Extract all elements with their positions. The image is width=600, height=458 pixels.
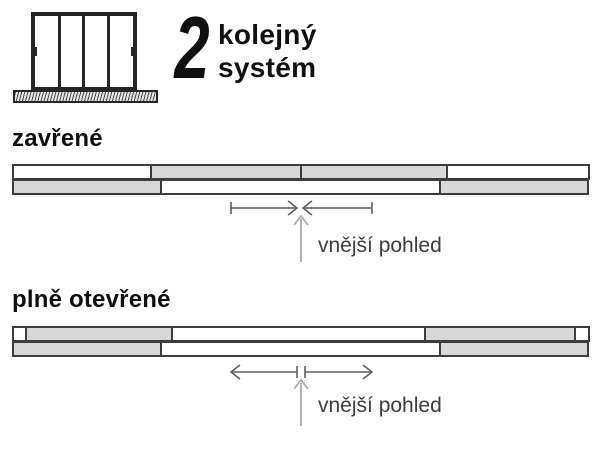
view-direction-arrow-up (293, 214, 309, 262)
rail-segment-panel (12, 341, 162, 357)
horizontal-arrows-outward (229, 364, 374, 380)
door-handle-left (35, 47, 37, 56)
rail-segment-panel (439, 341, 589, 357)
panel-divider (82, 16, 85, 87)
horizontal-arrows-inward (230, 200, 373, 216)
rail-segment-empty (160, 179, 441, 195)
rail-segment-empty (574, 326, 590, 342)
open-top-rail (0, 326, 600, 342)
rail-segment-empty (12, 164, 152, 180)
door-track-hatched-base (13, 90, 158, 103)
system-title-line1: kolejný (218, 19, 317, 50)
panel-divider (106, 16, 110, 87)
door-handle-right (131, 47, 133, 56)
system-title: kolejný systém (218, 18, 317, 84)
view-label-closed: vnější pohled (318, 234, 442, 257)
rail-count-number: 2 (174, 0, 210, 97)
section-heading-fully-open: plně otevřené (12, 286, 171, 313)
view-label-open: vnější pohled (318, 394, 442, 417)
rail-segment-empty (160, 341, 441, 357)
closed-bottom-rail (0, 179, 600, 195)
rail-segment-panel (25, 326, 173, 342)
system-title-line2: systém (218, 52, 317, 83)
rail-segment-empty (171, 326, 426, 342)
four-panel-sliding-door-icon (13, 8, 163, 104)
panel-divider (57, 16, 61, 87)
rail-segment-panel (439, 179, 589, 195)
rail-segment-empty (446, 164, 590, 180)
section-heading-closed: zavřené (12, 125, 103, 152)
rail-segment-panel (150, 164, 302, 180)
door-frame (31, 12, 137, 91)
open-dimension-arrows-outward (229, 364, 374, 426)
rail-segment-panel (424, 326, 576, 342)
closed-top-rail (0, 164, 600, 180)
rail-segment-panel (300, 164, 448, 180)
open-bottom-rail (0, 341, 600, 357)
rail-segment-panel (12, 179, 162, 195)
closed-dimension-arrows-inward (230, 200, 373, 262)
view-direction-arrow-up (293, 378, 309, 426)
